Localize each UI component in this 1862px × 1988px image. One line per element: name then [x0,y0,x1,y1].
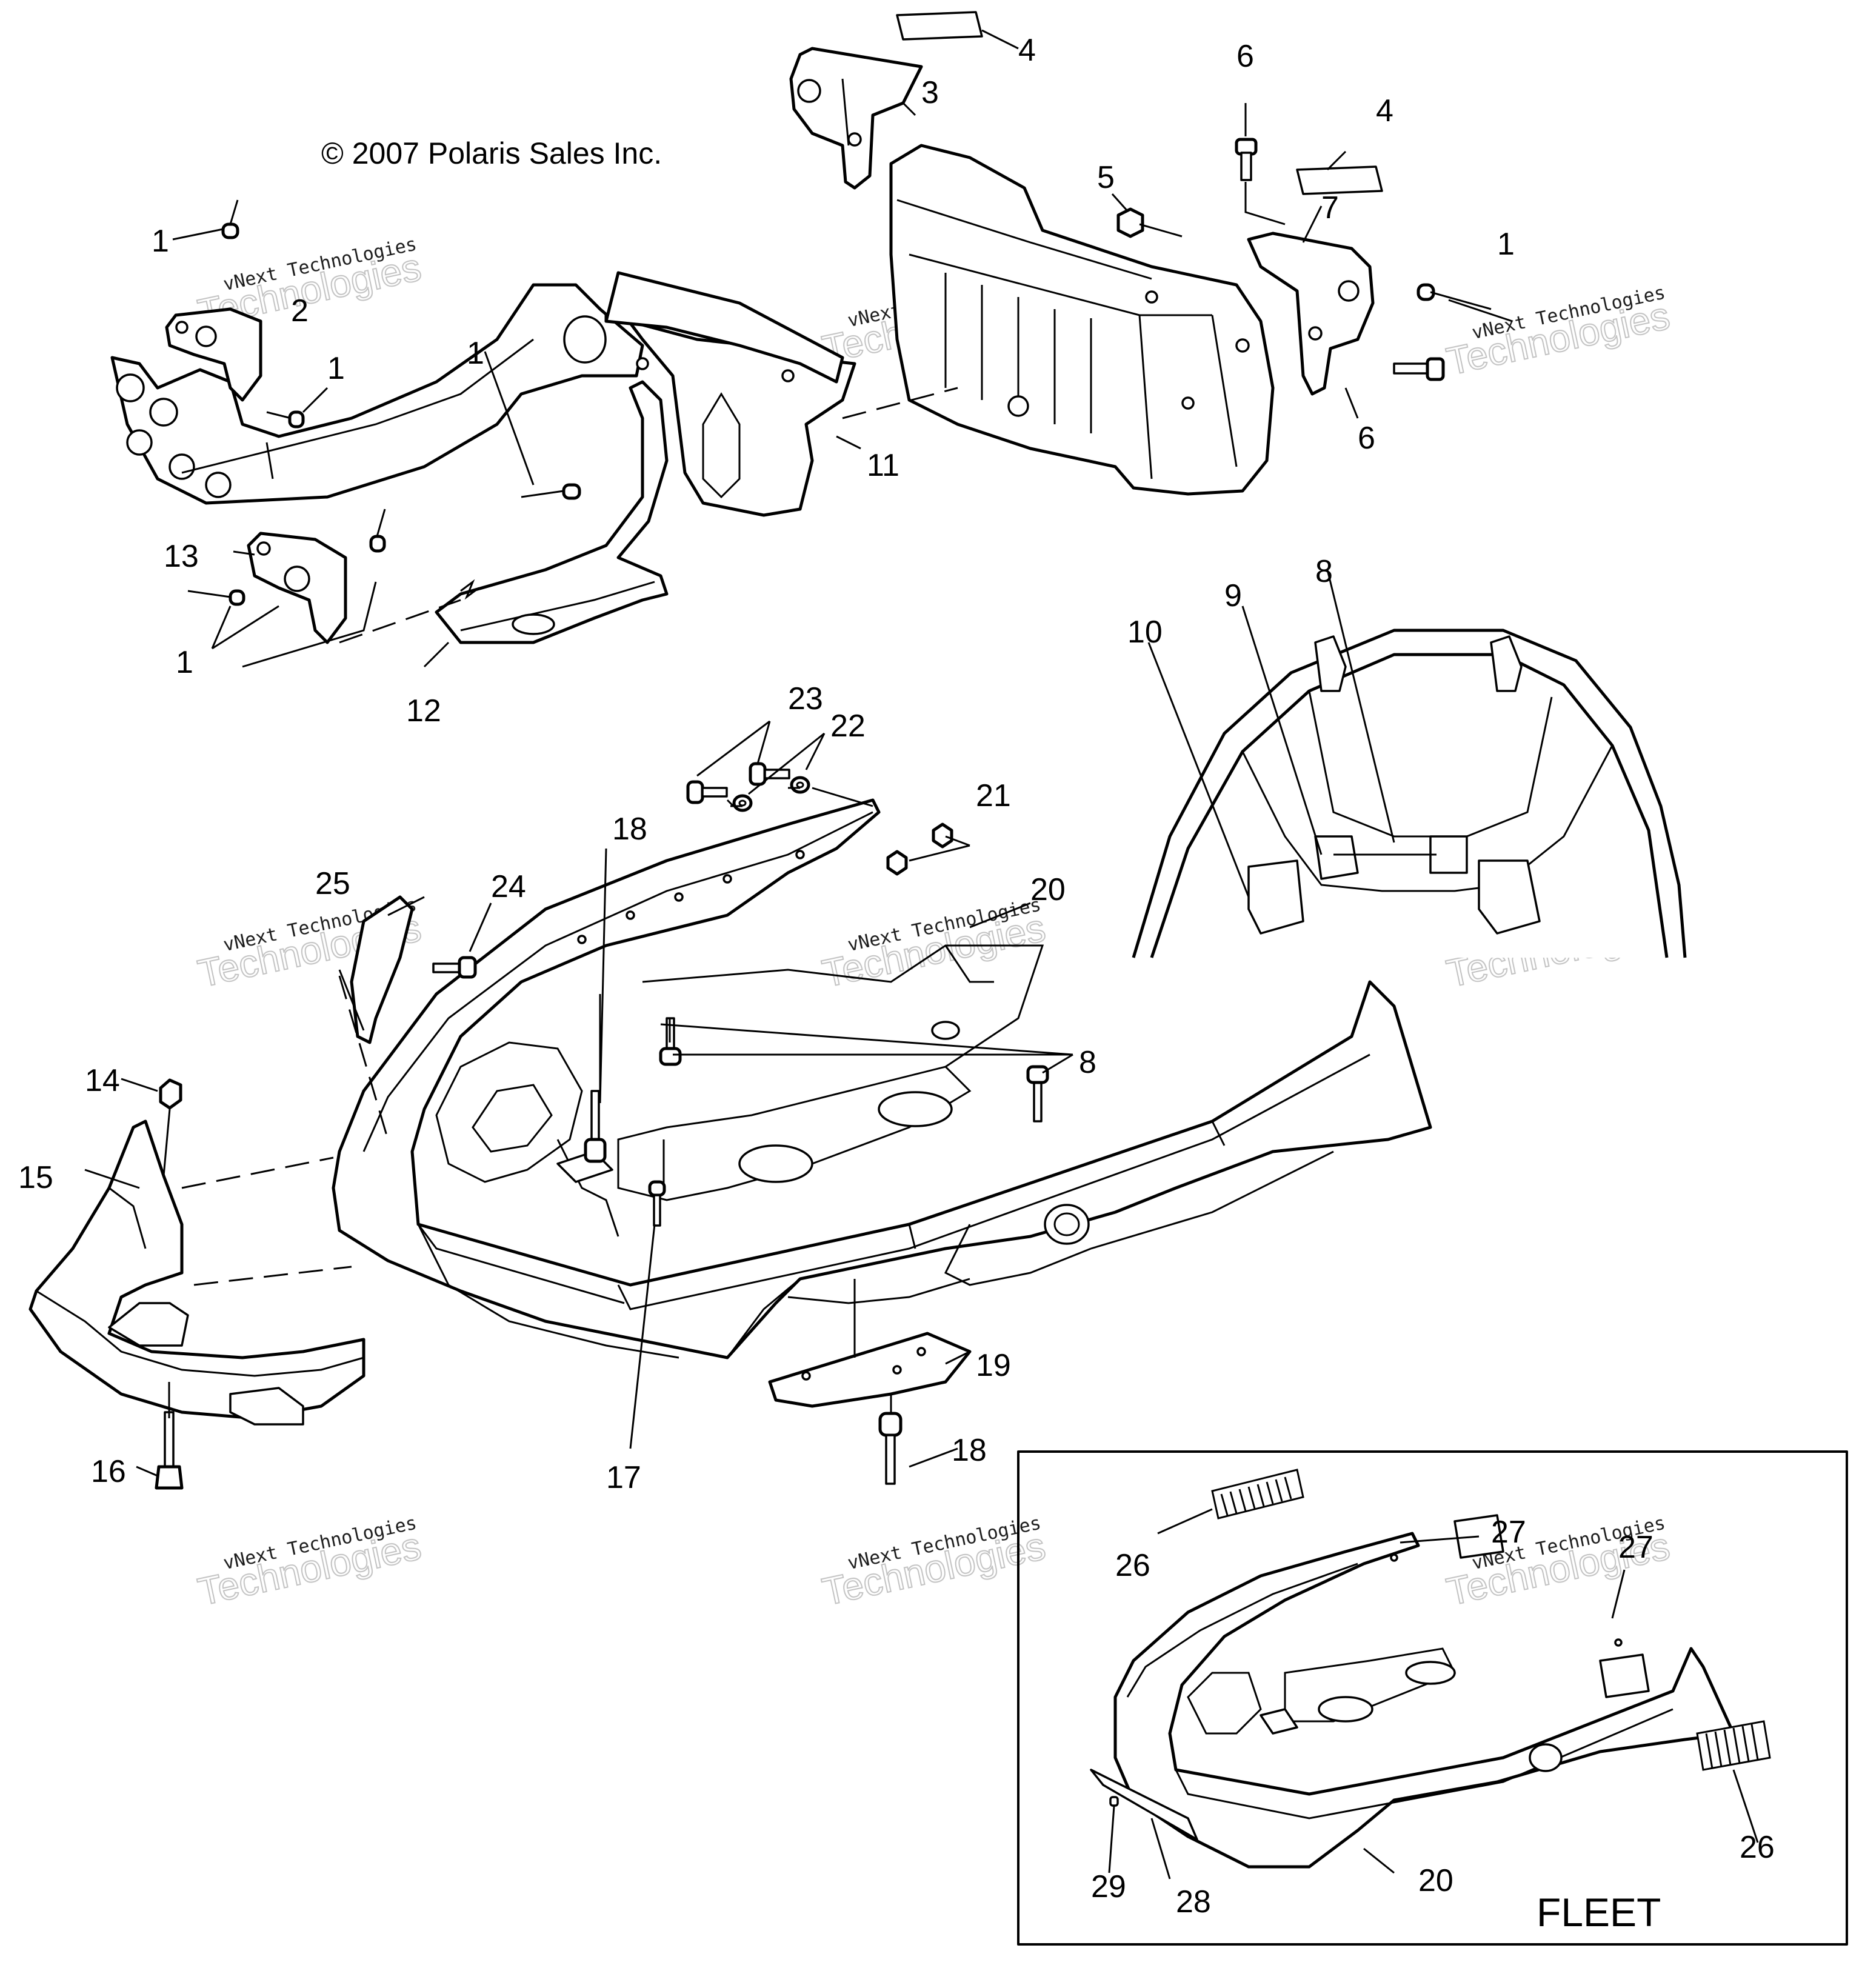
callout-20: 20 [1418,1863,1453,1898]
callout-28: 28 [1176,1884,1211,1920]
assembly-line [812,787,873,807]
callout-18: 18 [612,812,647,847]
callout-leaders [84,29,1513,1477]
callout-6: 6 [1236,39,1254,74]
callout-23: 23 [788,681,823,716]
callout-21: 21 [976,778,1011,813]
part-22-washers [732,776,810,812]
callout-8: 8 [1315,554,1333,589]
callout-18: 18 [952,1433,987,1468]
callout-17: 17 [606,1460,641,1495]
assembly-line [181,1156,334,1189]
callout-3: 3 [921,75,939,110]
part-29-rivet [1108,1796,1119,1873]
part-21-nuts [886,822,953,876]
assembly-line [339,599,461,644]
callout-15: 15 [18,1160,53,1195]
callout-27: 27 [1618,1530,1653,1565]
part-2-bracket [165,307,262,402]
callout-25: 25 [315,866,350,901]
part-6-bolt-bottom [1393,357,1445,381]
callout-1: 1 [152,224,169,259]
callout-22: 22 [830,709,866,744]
callout-24: 24 [491,869,526,904]
part-23-bolts [686,762,790,804]
part-4-decal-right [1296,165,1383,195]
callout-26: 26 [1115,1548,1150,1583]
callout-1: 1 [467,336,484,371]
callout-26: 26 [1740,1830,1775,1865]
assembly-line [193,1266,352,1286]
part-5-nut [1116,207,1183,238]
watermark: Technologies vNext Technologies [1442,282,1673,384]
part-6-bolt-top [1235,138,1258,181]
part-13-bracket [247,532,347,644]
watermark: Technologies vNext Technologies [193,1512,425,1614]
fleet-inset-frame [1017,1450,1848,1946]
callout-4: 4 [1376,93,1393,128]
callout-1: 1 [327,351,345,386]
callout-4: 4 [1018,33,1036,68]
part-26-grille-bottom [1696,1720,1771,1843]
part-1-rivet-right [1417,283,1492,310]
part-25-plate [338,895,414,1140]
callout-9: 9 [1224,578,1242,613]
part-bulkhead-assembly [889,144,1275,496]
part-11-frame [604,271,856,517]
part-15-bumper [28,1119,365,1426]
part-1-rivets-left [187,199,581,606]
part-3-bracket [789,47,923,190]
fleet-leader-27b [1611,1569,1626,1619]
part-28-strip [1090,1769,1198,1880]
callout-6: 6 [1358,421,1375,456]
watermark: Technologies vNext Technologies [818,1512,1049,1614]
part-26-grille-top [1157,1469,1304,1535]
fleet-label: FLEET [1537,1890,1661,1935]
callout-numbers: 4 3 6 4 5 7 6 1 1 1 2 1 11 13 1 12 10 9 … [18,33,1775,1920]
part-8-rivets [659,1017,1049,1122]
callout-16: 16 [91,1454,126,1489]
copyright-text: © 2007 Polaris Sales Inc. [321,136,662,170]
part-20-hood [332,798,1432,1359]
fleet-hood [1113,1514,1735,1869]
part-16-bolt [155,1411,184,1490]
callout-20: 20 [1030,872,1066,907]
callout-1: 1 [1497,227,1515,262]
callout-29: 29 [1091,1869,1126,1904]
callout-14: 14 [85,1063,120,1098]
callout-5: 5 [1097,160,1115,195]
part-18-rivet-upper [584,1090,607,1163]
callout-19: 19 [976,1348,1011,1383]
callout-10: 10 [1127,615,1163,650]
fleet-leader-27a [1400,1535,1480,1544]
callout-7: 7 [1321,190,1339,225]
part-frame-left [110,283,644,505]
part-4-decal-top [896,11,983,41]
part-7-bracket [1244,182,1375,396]
detail-view-underside [1132,629,1687,958]
break-mark [460,579,479,600]
callout-12: 12 [406,693,441,729]
part-19-plate [768,1332,972,1408]
callout-13: 13 [164,539,199,574]
callout-11: 11 [867,448,899,483]
callout-2: 2 [291,293,309,329]
part-17-rivet [648,1180,666,1227]
callout-8: 8 [1079,1045,1096,1080]
fleet-leader-20b [1363,1847,1395,1874]
callout-27: 27 [1491,1515,1526,1550]
part-18-rivet-lower [878,1412,903,1485]
callout-1: 1 [176,645,193,680]
assembly-line [842,387,958,419]
part-12-bracket [435,380,669,644]
assembly-line [726,799,735,807]
part-24-bolt [432,956,477,979]
part-14-nut [159,1078,182,1110]
assembly-line [162,1109,171,1176]
